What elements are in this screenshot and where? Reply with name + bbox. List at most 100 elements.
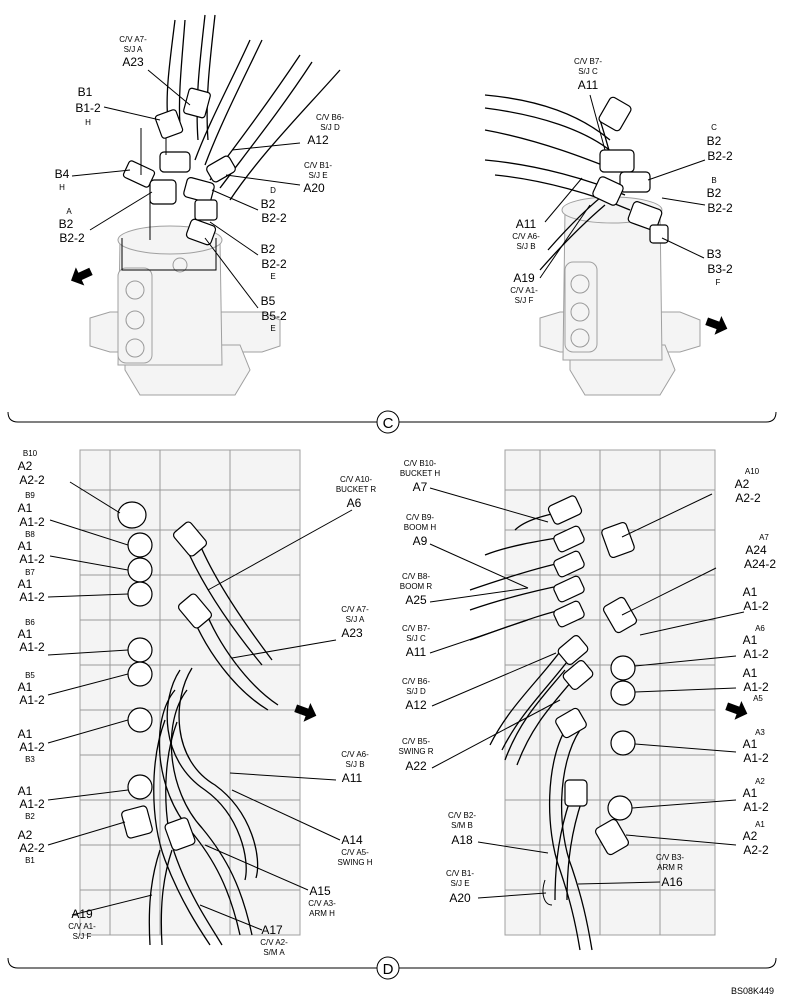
- callout-text: H: [59, 183, 65, 192]
- callout-text: A1-2: [19, 515, 45, 529]
- callout-text: S/J A: [346, 615, 365, 624]
- callout-text: B6: [25, 618, 35, 627]
- callout-text: A11: [578, 78, 599, 92]
- callout-text: A1-2: [19, 693, 45, 707]
- label-c-b4: B4H: [55, 167, 70, 192]
- panel-c-right-swivel: [484, 94, 728, 396]
- callout-text: C/V A3-: [308, 899, 336, 908]
- callout-text: B2: [25, 812, 35, 821]
- callout-text: A19: [71, 907, 93, 921]
- callout-text: S/J D: [406, 687, 426, 696]
- callout-text: B3: [707, 247, 722, 261]
- callout-text: B3-2: [707, 262, 733, 276]
- callout-text: A6: [755, 624, 765, 633]
- callout-text: BUCKET H: [400, 469, 441, 478]
- callout-text: A19: [513, 271, 535, 285]
- callout-text: B3: [25, 755, 35, 764]
- panel-d-left-valve: [79, 449, 317, 946]
- callout-text: A12: [405, 698, 427, 712]
- callout-text: A23: [341, 626, 363, 640]
- callout-text: B5: [25, 671, 35, 680]
- callout-text: A25: [405, 593, 427, 607]
- callout-text: B4: [55, 167, 70, 181]
- callout-text: A15: [309, 884, 331, 898]
- callout-text: A1: [743, 666, 758, 680]
- callout-text: B2: [59, 217, 74, 231]
- callout-text: A1-2: [19, 552, 45, 566]
- callout-text: A1: [18, 539, 33, 553]
- callout-text: A7: [759, 533, 769, 542]
- callout-text: BUCKET R: [336, 485, 377, 494]
- callout-text: A1: [743, 585, 758, 599]
- callout-text: A2: [755, 777, 765, 786]
- callout-text: B: [711, 176, 716, 185]
- callout-text: A14: [341, 833, 363, 847]
- callout-text: A10: [745, 467, 760, 476]
- callout-text: A2-2: [743, 843, 769, 857]
- callout-text: A1-2: [743, 647, 769, 661]
- callout-text: A1: [18, 784, 33, 798]
- callout-text: A9: [413, 534, 428, 548]
- callout-text: B5: [261, 294, 276, 308]
- callout-text: S/M B: [451, 821, 473, 830]
- callout-text: C/V B6-: [316, 113, 344, 122]
- callout-text: A1: [743, 737, 758, 751]
- callout-text: C/V B1-: [304, 161, 332, 170]
- callout-text: B1-2: [75, 101, 101, 115]
- callout-text: C/V A10-: [340, 475, 372, 484]
- callout-text: C/V B10-: [404, 459, 437, 468]
- callout-text: A1-2: [743, 751, 769, 765]
- callout-text: A2-2: [19, 473, 45, 487]
- callout-text: A5: [753, 694, 763, 703]
- callout-text: B2: [707, 134, 722, 148]
- callout-text: A12: [307, 133, 329, 147]
- callout-text: A6: [347, 496, 362, 510]
- callout-text: A11: [342, 771, 363, 785]
- panel-c-marker: C: [383, 415, 394, 432]
- callout-text: A2-2: [19, 841, 45, 855]
- callout-text: A1-2: [19, 740, 45, 754]
- callout-text: A1-2: [19, 797, 45, 811]
- callout-text: A1: [18, 577, 33, 591]
- callout-text: SWING H: [337, 858, 372, 867]
- callout-text: C/V B7-: [574, 57, 602, 66]
- callout-text: A3: [755, 728, 765, 737]
- callout-text: C/V A6-: [512, 232, 540, 241]
- callout-text: A2: [735, 477, 750, 491]
- callout-text: C/V A7-: [341, 605, 369, 614]
- callout-text: A: [66, 207, 72, 216]
- callout-text: A20: [449, 891, 471, 905]
- callout-text: F: [716, 278, 721, 287]
- callout-text: A2-2: [735, 491, 761, 505]
- callout-text: A2: [18, 828, 33, 842]
- callout-text: B2-2: [707, 201, 733, 215]
- panel-d-right-valve: [469, 449, 748, 951]
- callout-text: B5-2: [261, 309, 287, 323]
- callout-text: B2: [261, 242, 276, 256]
